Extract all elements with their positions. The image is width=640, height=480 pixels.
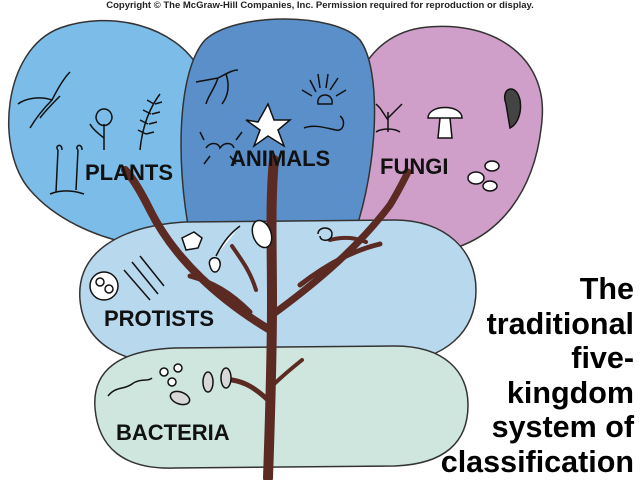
bacteria-bacillus-icon	[169, 390, 191, 406]
plant-tulip-icon	[89, 108, 113, 150]
protist-foraminifera-icon	[317, 227, 333, 241]
branch-small	[230, 244, 258, 292]
branch-protists-left	[187, 273, 253, 315]
fungi-morel-icon	[503, 88, 522, 130]
tree-trunk	[263, 155, 279, 480]
animal-worm-icon	[303, 115, 345, 131]
animal-starfish-icon	[245, 102, 293, 149]
title-line: five-	[571, 341, 634, 375]
plant-carrot-icon	[17, 71, 71, 129]
phylogenetic-tree	[121, 155, 412, 480]
diagram-title: The traditional five- kingdom system of …	[394, 272, 634, 479]
animal-hummingbird-icon	[195, 69, 239, 105]
bacteria-bacillus-icon	[220, 367, 232, 389]
plant-illustrations	[17, 71, 163, 195]
fungi-puffball-icon	[484, 160, 500, 172]
bacteria-spirillum-icon	[107, 377, 153, 397]
protist-colony-icon	[89, 271, 119, 301]
branch-fungi	[268, 168, 412, 319]
title-line: system of	[491, 410, 634, 444]
title-line: classification	[440, 444, 634, 479]
kingdom-label-bacteria: BACTERIA	[116, 420, 230, 445]
protist-illustrations	[89, 219, 333, 301]
fungi-puffball-icon	[482, 180, 498, 192]
bacteria-bacillus-icon	[202, 371, 214, 393]
kingdom-label-animals: ANIMALS	[230, 146, 330, 171]
protist-euglena-icon	[208, 225, 241, 273]
animal-anemone-icon	[301, 73, 347, 105]
protist-colony-cell-icon	[95, 277, 105, 287]
fungi-branching-mold-icon	[375, 103, 403, 133]
branch-fungi-twig	[328, 235, 368, 244]
copyright-notice: Copyright © The McGraw-Hill Companies, I…	[106, 0, 534, 11]
branch-protists-right	[297, 241, 383, 288]
kingdom-label-plants: PLANTS	[85, 160, 173, 185]
title-line: kingdom	[506, 375, 634, 410]
branch-plants	[121, 166, 274, 334]
protist-diatom-icon	[181, 231, 203, 251]
protist-paramecium-icon	[251, 219, 273, 249]
fungi-mushroom-icon	[427, 106, 463, 139]
bacteria-illustrations	[107, 363, 232, 406]
bacteria-coccus-icon	[159, 367, 169, 377]
kingdom-label-protists: PROTISTS	[104, 306, 214, 331]
fungi-puffball-icon	[467, 171, 485, 185]
plant-moss-icon	[49, 144, 85, 195]
plant-fern-icon	[137, 93, 163, 151]
branch-bacteria-right	[268, 358, 304, 390]
animal-ant-icon	[199, 131, 243, 165]
branch-bacteria-left	[229, 377, 271, 403]
fungi-illustrations	[375, 88, 522, 192]
bacteria-coccus-icon	[167, 377, 177, 387]
protist-algae-chain-icon	[123, 255, 165, 301]
kingdom-label-fungi: FUNGI	[380, 154, 448, 179]
protist-colony-cell-icon	[104, 284, 114, 294]
animal-illustrations	[195, 69, 347, 165]
title-line: The	[579, 272, 634, 306]
bacteria-coccus-icon	[173, 363, 183, 373]
bacteria-region	[94, 345, 469, 469]
title-line: traditional	[486, 306, 634, 341]
